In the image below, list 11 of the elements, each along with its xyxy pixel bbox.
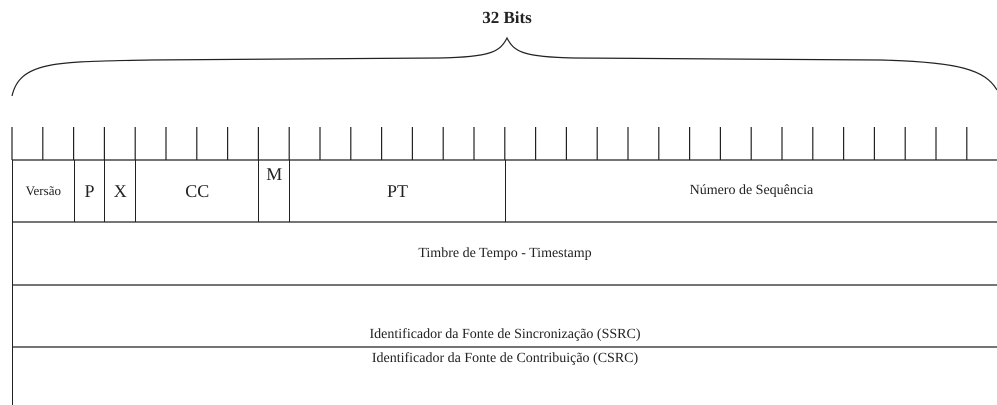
field-cell: PT	[289, 160, 505, 222]
field-cell: P	[74, 160, 104, 222]
field-cell: M	[258, 160, 290, 222]
field-cell: Identificador da Fonte de Contribuição (CSRC)	[12, 347, 997, 405]
field-cell: CC	[135, 160, 258, 222]
field-cell: Número de Sequência	[504, 160, 997, 222]
field-cell: Timbre de Tempo - Timestamp	[12, 222, 997, 285]
field-cell: Identificador da Fonte de Sincronização (SSRC)	[12, 285, 997, 347]
bit-width-label: 32 Bits	[481, 8, 533, 28]
field-cell: X	[104, 160, 136, 222]
field-cell: Versão	[12, 160, 74, 222]
